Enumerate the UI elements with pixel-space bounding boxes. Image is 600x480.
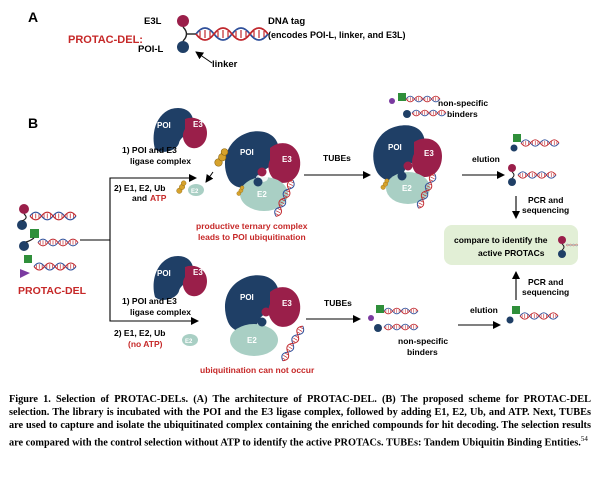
bottom-e3-text: E3 [193, 268, 203, 277]
top-elution-label: elution [472, 154, 500, 164]
top-ub-icon [176, 180, 187, 194]
bottom-complex-poi-text: POI [240, 293, 254, 302]
top-ternary-complex: POI E3 E2 [214, 131, 301, 219]
top-branch-arrow [80, 174, 197, 241]
bottom-red-line1: ubiquitination can not occur [200, 365, 315, 375]
protac-del-library [17, 204, 79, 278]
top-poi-e3-complex: POI E3 [153, 107, 207, 152]
top-red-line1: productive ternary complex [196, 221, 308, 231]
dna-tag-description: (encodes POI-L, linker, and E3L) [268, 30, 406, 40]
poi-text: POI [157, 121, 171, 130]
top-step2-and: and [132, 193, 147, 203]
ternary-poi-text: POI [240, 148, 254, 157]
e3-text: E3 [193, 120, 203, 129]
bottom-complex-e3-text: E3 [282, 299, 292, 308]
e3l-ligand [177, 15, 189, 27]
library-label: PROTAC-DEL [18, 285, 87, 297]
top-eluted-compounds [508, 134, 560, 186]
captured-e2-text: E2 [402, 184, 412, 193]
figure-caption: Figure 1. Selection of PROTAC-DELs. (A) … [9, 393, 591, 449]
top-pcr-line1: PCR and [528, 195, 563, 205]
linker-shape [182, 26, 188, 42]
dna-tag-helix [195, 27, 269, 41]
top-nonspecific-line2: binders [447, 109, 478, 119]
top-e2-small [188, 184, 204, 196]
bottom-complex-e2-text: E2 [247, 336, 257, 345]
bottom-branch-arrow [109, 240, 199, 325]
bottom-pcr-line2: sequencing [522, 287, 569, 297]
captured-e3-text: E3 [424, 149, 434, 158]
bottom-step1-line1: 1) POI and E3 [122, 296, 177, 306]
top-pcr-line2: sequencing [522, 205, 569, 215]
captured-poi-text: POI [388, 143, 402, 152]
top-nonspecific-binders [389, 93, 447, 118]
bottom-nonspecific-binders [368, 305, 419, 332]
e3l-label: E3L [144, 16, 162, 27]
caption-figure-label: Figure 1. Selection of PROTAC-DELs. [9, 394, 189, 405]
ternary-e2-text: E2 [257, 190, 267, 199]
bottom-poi-text: POI [157, 269, 171, 278]
top-step1-line1: 1) POI and E3 [122, 145, 177, 155]
bottom-eluted-compounds [506, 306, 559, 324]
compare-line2: active PROTACs [478, 248, 545, 258]
bottom-nonspecific-line2: binders [407, 347, 438, 357]
panel-b-label: B [28, 115, 38, 131]
top-step2-line1: 2) E1, E2, Ub [114, 183, 166, 193]
top-tubes-label: TUBEs [323, 153, 351, 163]
top-captured-complex: POI E3 E2 [373, 125, 442, 211]
bottom-nonspecific-line1: non-specific [398, 336, 448, 346]
compare-box [444, 225, 578, 265]
bottom-step2-line2: (no ATP) [128, 339, 163, 349]
panel-a-title: PROTAC-DEL: [68, 34, 143, 46]
dna-tag-label: DNA tag [268, 16, 305, 27]
poil-ligand [177, 41, 189, 53]
bottom-e2-small [182, 334, 198, 346]
bottom-e2-small-text: E2 [185, 339, 193, 345]
linker-arrow [195, 51, 213, 64]
bottom-step1-line2: ligase complex [130, 307, 191, 317]
top-red-line2: leads to POI ubiquitination [198, 232, 306, 242]
bottom-nonproductive-complex: POI E3 E2 [224, 275, 307, 364]
top-step2-atp: ATP [150, 193, 167, 203]
top-step1-line2: ligase complex [130, 156, 191, 166]
top-e2-small-text: E2 [191, 189, 199, 195]
top-ub-transfer-arrow [205, 171, 214, 183]
bottom-pcr-line1: PCR and [528, 277, 563, 287]
compare-line1: compare to identify the [454, 235, 548, 245]
poil-label: POI-L [138, 44, 164, 55]
caption-text: (A) The architecture of PROTAC-DEL. (B) … [9, 394, 591, 449]
caption-reference: 54 [580, 434, 588, 443]
bottom-tubes-label: TUBEs [324, 298, 352, 308]
linker-label: linker [212, 59, 238, 70]
bottom-poi-e3-complex: POI E3 [153, 255, 207, 300]
bottom-step2-line1: 2) E1, E2, Ub [114, 328, 166, 338]
bottom-elution-label: elution [470, 305, 498, 315]
protac-del-diagram: A PROTAC-DEL: E3L POI-L linker DNA tag (… [17, 9, 579, 375]
active-protac-icon [558, 236, 579, 258]
panel-a-label: A [28, 9, 38, 25]
top-nonspecific-line1: non-specific [438, 98, 488, 108]
ternary-e3-text: E3 [282, 155, 292, 164]
